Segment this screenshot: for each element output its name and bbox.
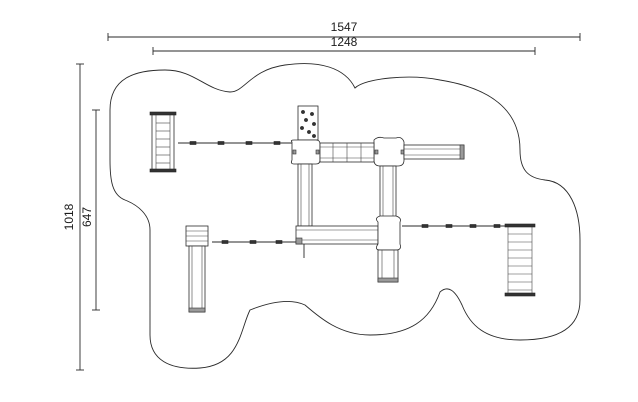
walkway-horizontal-lower xyxy=(295,225,379,245)
chain-bridge-right xyxy=(402,224,510,228)
climbing-wall xyxy=(297,105,319,141)
dimension-label-overall-depth: 1018 xyxy=(62,203,76,230)
slide-upper-right xyxy=(403,144,465,160)
ladder-right xyxy=(504,223,536,297)
dimension-equipment-width: 1248 xyxy=(152,35,536,55)
tower-platform-right xyxy=(373,136,405,167)
dimension-label-equipment-depth: 647 xyxy=(80,207,94,227)
dimension-overall-depth: 1018 xyxy=(62,63,84,371)
chain-bridge-upper xyxy=(178,141,292,145)
dimension-overall-width: 1547 xyxy=(107,20,581,41)
bridge-upper-connector xyxy=(319,142,375,163)
tower-platform-lower-right xyxy=(376,215,401,251)
walkway-vertical-left xyxy=(297,163,313,227)
slide-left xyxy=(185,225,209,313)
arch-ladder-top-left xyxy=(149,111,177,173)
safety-zone-outline xyxy=(109,63,581,369)
slide-lower xyxy=(377,249,399,283)
chain-bridge-lower-left xyxy=(212,240,296,244)
dimension-label-equipment-width: 1248 xyxy=(331,35,358,49)
walkway-vertical-right xyxy=(379,165,397,219)
dimension-equipment-depth: 647 xyxy=(80,109,100,311)
tower-platform-left xyxy=(290,139,321,165)
dimension-label-overall-width: 1547 xyxy=(331,20,358,34)
